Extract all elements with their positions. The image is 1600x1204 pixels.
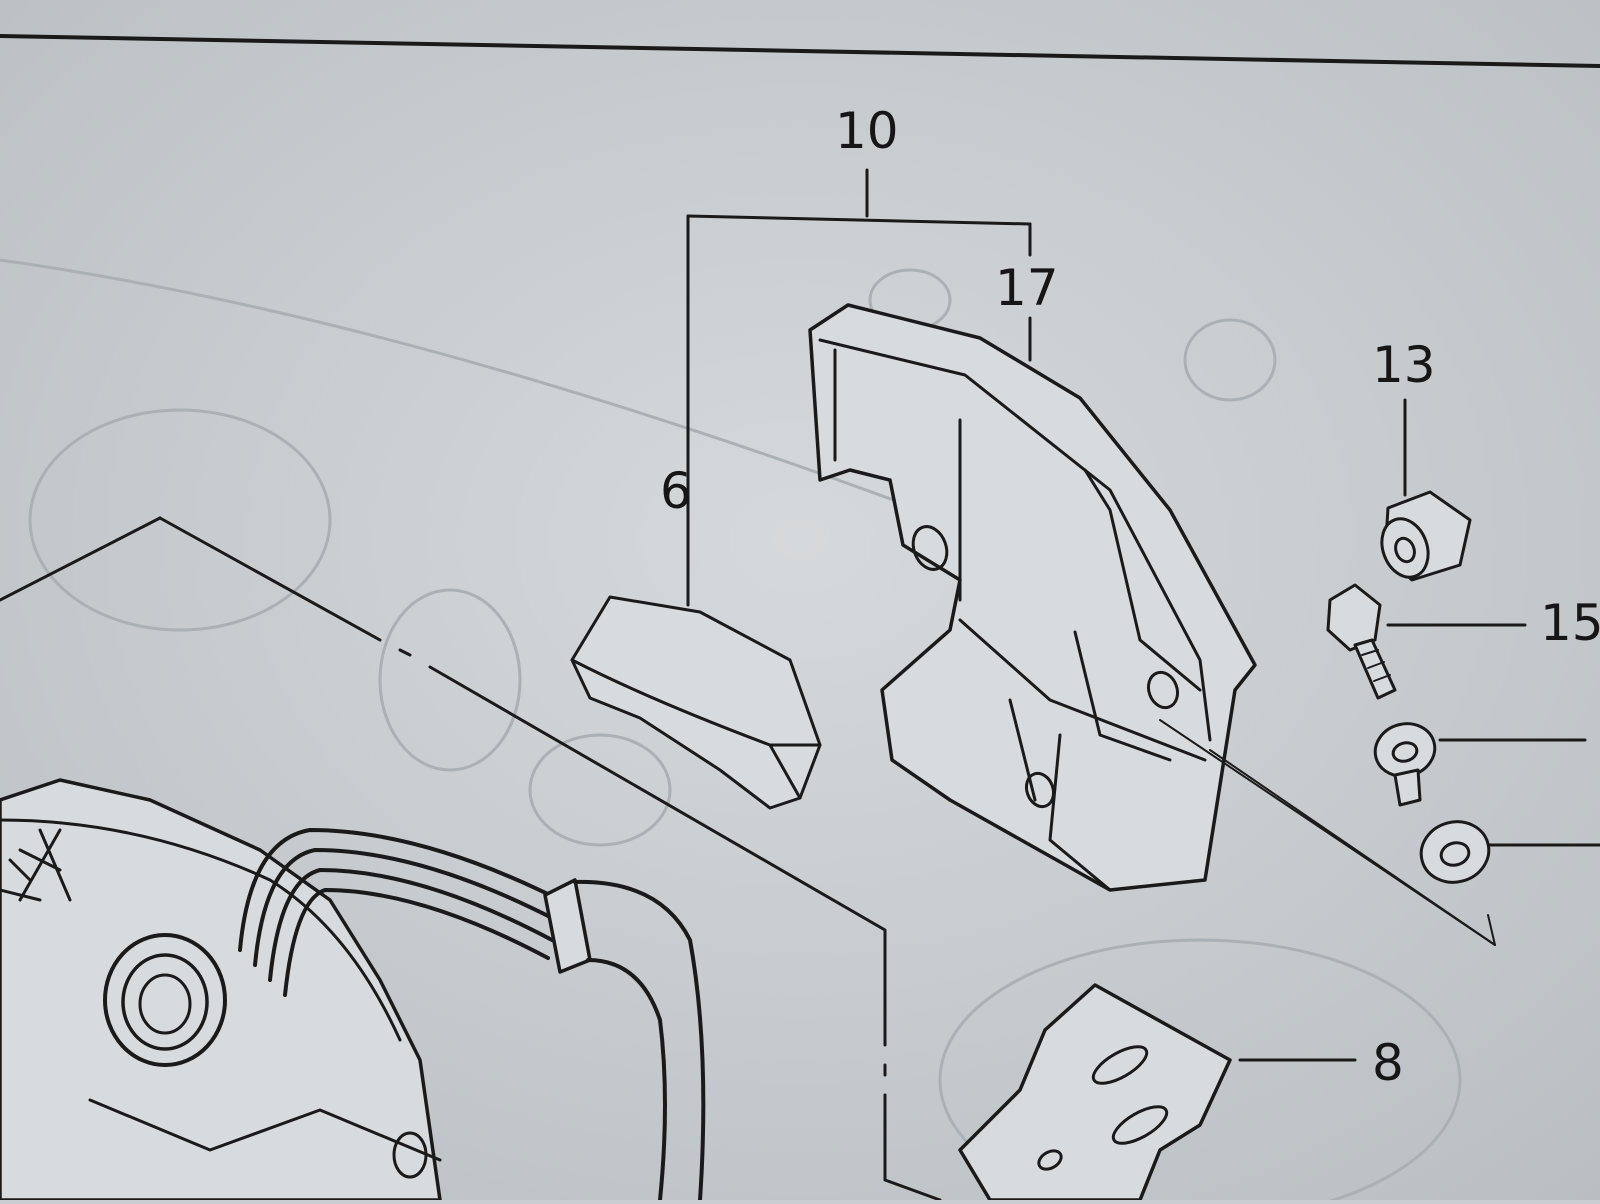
callout-housing: 17	[995, 259, 1059, 317]
callout-assembly: 10	[835, 102, 899, 160]
callout-nut: 13	[1372, 336, 1436, 394]
leader-lines	[1159, 398, 1600, 1062]
grommet	[1373, 722, 1437, 807]
housing	[808, 303, 1257, 892]
callout-plate: 8	[1372, 1034, 1404, 1092]
callout-bolt: 15	[1540, 594, 1600, 652]
callouts: 10 17 6 13 15 8	[660, 102, 1600, 1092]
plate-8	[958, 983, 1232, 1202]
page-border-line	[0, 34, 1600, 68]
nut-13	[1380, 490, 1472, 582]
wire-harness	[238, 828, 706, 1202]
panel-divider	[0, 516, 942, 1202]
washer	[1419, 820, 1491, 884]
switch-body	[0, 778, 442, 1202]
foam-pad	[570, 595, 822, 810]
callout-foam-pad: 6	[660, 462, 692, 520]
assembly-bracket	[686, 168, 1032, 607]
bolt-15	[1326, 583, 1397, 700]
